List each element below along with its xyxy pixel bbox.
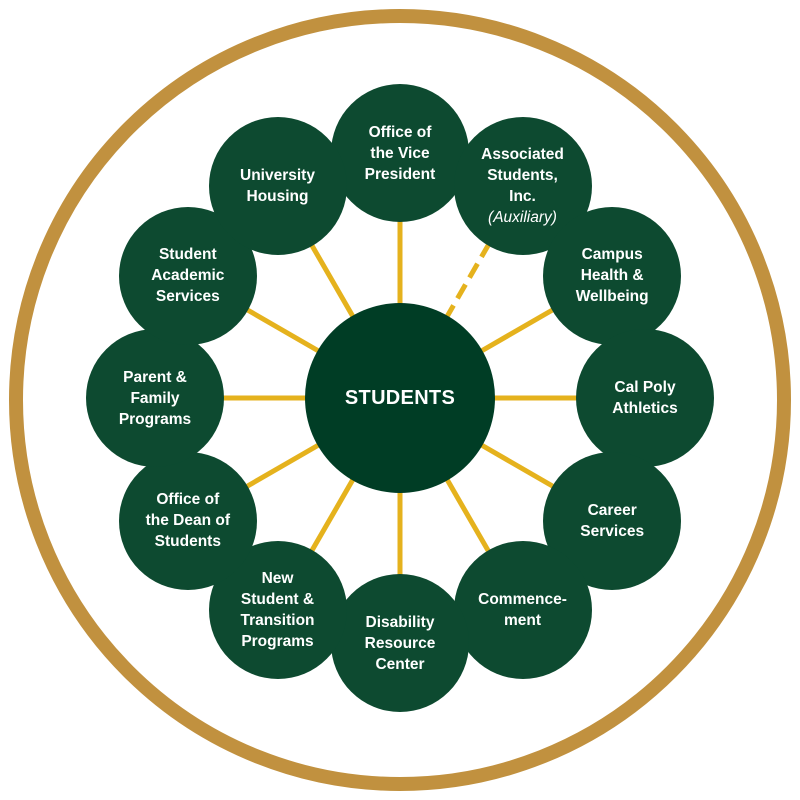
node-label-line: Services [155, 288, 220, 305]
node-label-line: Associated [481, 145, 564, 163]
node-label-line: Transition [240, 612, 315, 630]
node-label-line: Resource [364, 634, 436, 652]
node-label-line: Center [375, 655, 425, 673]
spoke-career-services [477, 441, 556, 490]
spoke-campus-health [477, 306, 556, 355]
node-label-line: Office of [368, 123, 432, 141]
node-label-line: Housing [246, 187, 309, 205]
node-label-line: ment [503, 612, 542, 630]
spoke-university-housing [308, 242, 357, 321]
center-students-circle: STUDENTS [305, 303, 495, 493]
spoke-commencement [443, 475, 492, 554]
node-label-line: President [364, 165, 436, 183]
node-label-line: Programs [118, 410, 192, 428]
node-label-line: Students [154, 533, 221, 550]
spoke-student-academic-services [244, 306, 323, 355]
node-label-line: Student [158, 246, 217, 263]
spoke-associated-students [443, 242, 492, 321]
node-label-line: Wellbeing [575, 288, 649, 305]
node-label-line: Student & [240, 591, 315, 609]
node-label-line: Services [580, 522, 645, 540]
spoke-dean-of-students [244, 441, 323, 490]
node-label-line: Programs [241, 633, 314, 651]
node-label-line: Commence- [478, 591, 567, 609]
node-label-line: Athletics [612, 400, 678, 417]
node-label-line: Parent & [123, 368, 187, 386]
node-label-line: Office of [156, 491, 220, 508]
node-label-line: Career [587, 501, 637, 519]
node-dean-of-students: Office of the Dean of Students [118, 451, 257, 590]
spoke-new-student-programs [308, 475, 357, 554]
node-label-line: Cal Poly [614, 379, 676, 396]
node-label-line: the Vice [370, 144, 430, 162]
node-label-line: Inc. [509, 187, 536, 205]
node-label-line: Academic [151, 267, 225, 284]
node-label-line: University [240, 166, 315, 184]
node-label-line: Health & [580, 267, 644, 284]
node-label-line: Students, [487, 166, 558, 184]
node-label-line: Family [130, 389, 180, 407]
center-label: STUDENTS [344, 386, 456, 409]
node-label-line: the Dean of [145, 512, 231, 529]
node-commencement: Commence-ment [453, 541, 592, 680]
node-label-line: Disability [365, 613, 435, 631]
node-label-line: New [261, 570, 294, 588]
node-label-line: Campus [581, 246, 643, 263]
node-sublabel: (Auxiliary) [488, 208, 557, 226]
